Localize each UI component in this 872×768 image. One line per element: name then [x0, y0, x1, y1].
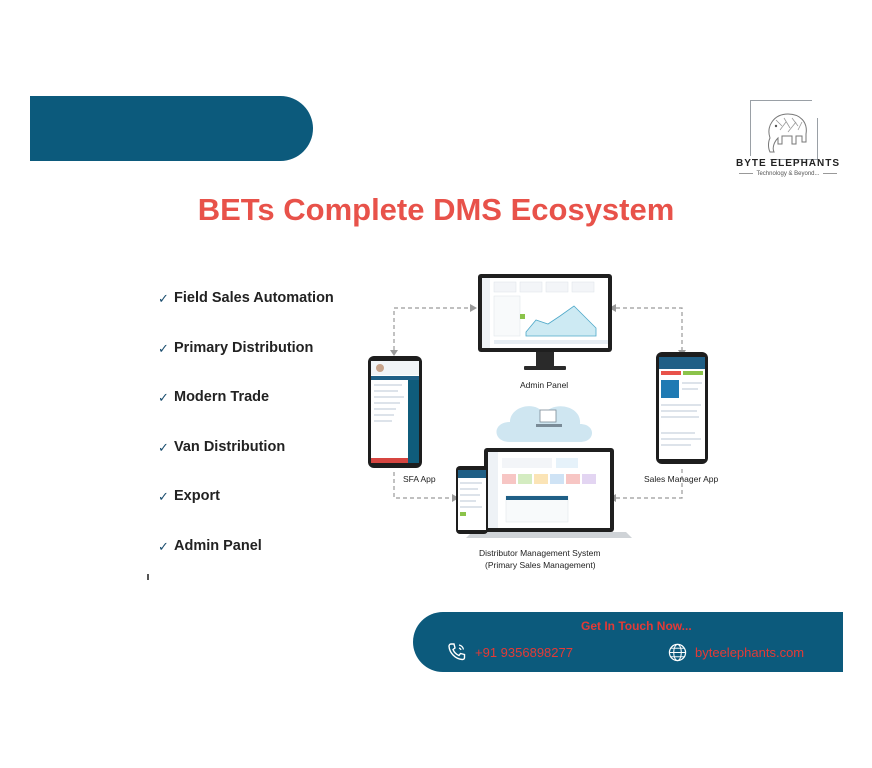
contact-website[interactable]: byteelephants.com: [695, 645, 805, 660]
feature-item: ✓ Admin Panel: [158, 538, 378, 588]
dms-label-line2: (Primary Sales Management): [485, 560, 596, 570]
feature-list: ✓ Field Sales Automation ✓ Primary Distrib…: [158, 290, 378, 588]
logo-frame-inner: [770, 118, 818, 160]
phone-icon: [448, 643, 466, 661]
contact-title: Get In Touch Now...: [581, 619, 692, 633]
check-icon: ✓: [158, 340, 169, 356]
check-icon: ✓: [158, 439, 169, 455]
logo-frame: [750, 100, 812, 156]
globe-icon: [668, 643, 687, 662]
feature-label: Admin Panel: [174, 537, 262, 554]
feature-item: ✓ Export: [158, 488, 378, 538]
connector-lines: [393, 307, 683, 499]
check-icon: ✓: [158, 291, 169, 306]
feature-item: ✓ Primary Distribution: [158, 340, 378, 390]
feature-item: ✓ Field Sales Automation: [158, 290, 378, 340]
ecosystem-diagram: Admin Panel SFA App Sales Manager App Di…: [360, 262, 730, 582]
sfa-phone-graphic: [368, 356, 422, 468]
contact-phone[interactable]: +91 9356898277: [475, 645, 573, 660]
feature-label: Van Distribution: [174, 438, 286, 455]
check-icon: ✓: [158, 390, 169, 406]
byte-elephants-logo: BYTE ELEPHANTS Technology & Beyond...: [736, 100, 840, 180]
feature-label: Export: [174, 488, 220, 505]
sales-manager-phone-graphic: [656, 352, 708, 464]
feature-label: Modern Trade: [174, 389, 270, 406]
check-icon: ✓: [158, 538, 169, 554]
logo-subtitle: Technology & Beyond...: [736, 171, 840, 177]
page-title: BETs Complete DMS Ecosystem: [197, 192, 675, 227]
admin-monitor-graphic: [478, 274, 612, 370]
sfa-app-label: SFA App: [403, 474, 436, 484]
sales-manager-app-label: Sales Manager App: [644, 474, 719, 484]
feature-item: ✓ Van Distribution: [158, 439, 378, 489]
status-chips: [502, 474, 596, 484]
ecosystem-diagram-graphic: [368, 274, 708, 538]
top-banner: [30, 96, 313, 161]
admin-panel-label: Admin Panel: [520, 380, 569, 390]
feature-item: ✓ Modern Trade: [158, 389, 378, 439]
dms-laptop-graphic: [456, 448, 632, 538]
feature-label: Primary Distribution: [174, 339, 314, 356]
dms-label-line1: Distributor Management System: [479, 548, 601, 558]
divider: [147, 574, 149, 580]
feature-label: Field Sales Automation: [174, 290, 334, 306]
cloud-graphic: [496, 406, 592, 442]
logo-title: BYTE ELEPHANTS: [736, 158, 841, 169]
contact-banner: Get In Touch Now... +91 9356898277 bytee…: [413, 612, 843, 672]
check-icon: ✓: [158, 489, 169, 505]
elephant-icon: [768, 113, 807, 153]
